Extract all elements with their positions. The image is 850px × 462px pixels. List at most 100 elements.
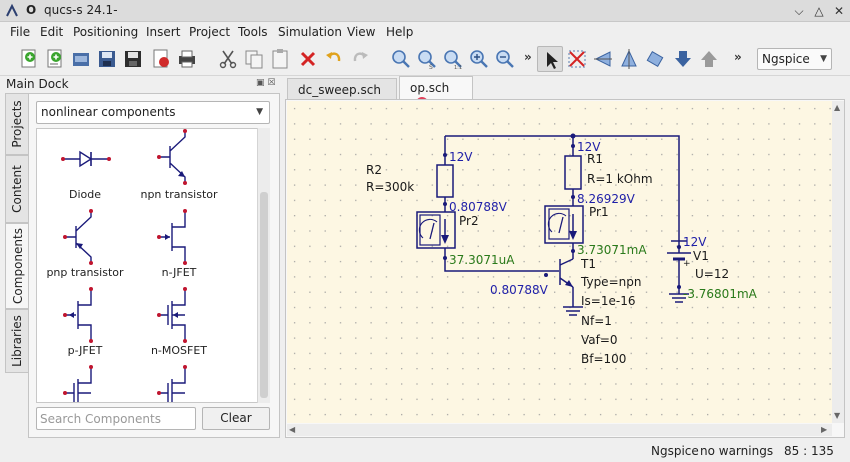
simulator-select[interactable]: Ngspice ▼ <box>757 48 832 70</box>
r2-resistor[interactable] <box>436 164 454 198</box>
canvas-vertical-scrollbar[interactable]: ▲ ▼ <box>832 101 844 423</box>
toolbar-overflow-1[interactable]: » <box>524 50 532 64</box>
print-icon[interactable] <box>176 48 198 70</box>
chevron-down-icon: ▼ <box>820 54 827 64</box>
pnp-transistor-symbol[interactable] <box>61 209 101 265</box>
npn-transistor-symbol[interactable] <box>155 129 195 185</box>
tab-op[interactable]: op.sch✕ <box>399 76 473 109</box>
app-icon <box>6 3 18 17</box>
status-bar: Ngspice no warnings 85 : 135 <box>0 440 850 462</box>
v1-current: -3.76801mA <box>683 287 758 301</box>
probe-pr2[interactable] <box>416 211 456 249</box>
n-mosfet-symbol[interactable] <box>155 287 195 343</box>
diode-symbol[interactable] <box>61 139 111 179</box>
print-preview-icon[interactable] <box>150 48 172 70</box>
component-label-n-mosfet[interactable]: n-MOSFET <box>150 344 208 357</box>
zoom-in-icon[interactable] <box>468 48 490 70</box>
paste-icon[interactable] <box>269 48 291 70</box>
save-all-icon[interactable] <box>122 48 144 70</box>
open-icon[interactable] <box>70 48 92 70</box>
window-menu-icon[interactable]: O <box>26 3 37 17</box>
r1-resistor[interactable] <box>564 155 582 190</box>
junction-dots <box>443 133 681 289</box>
ground-t1 <box>563 306 583 316</box>
enter-subcircuit-icon[interactable] <box>672 48 694 70</box>
dock-float-close-icons[interactable]: ▣ ☒ <box>256 78 276 88</box>
t1-param-is: Is=1e-16 <box>581 294 635 308</box>
scroll-up-icon[interactable]: ▲ <box>834 103 841 112</box>
menu-tools[interactable]: Tools <box>238 25 268 39</box>
new-file-icon[interactable] <box>18 48 40 70</box>
tab-projects[interactable]: Projects <box>5 93 29 155</box>
minimize-icon[interactable]: ⌵ <box>794 4 804 18</box>
tab-dc-sweep[interactable]: dc_sweep.sch✕ <box>287 78 397 111</box>
component-category-select[interactable]: nonlinear components ▼ <box>36 101 270 124</box>
delete-icon[interactable] <box>297 48 319 70</box>
n-jfet-symbol[interactable] <box>155 209 195 265</box>
svg-text:1:1: 1:1 <box>454 65 462 70</box>
ground-v1 <box>669 293 689 303</box>
scroll-left-icon[interactable]: ◀ <box>289 425 296 434</box>
wires <box>444 135 680 307</box>
p-mosfet-symbol[interactable] <box>61 365 101 403</box>
mosfet-symbol[interactable] <box>155 365 195 403</box>
cut-icon[interactable] <box>217 48 239 70</box>
tab-libraries[interactable]: Libraries <box>5 309 29 373</box>
mirror-y-icon[interactable] <box>618 48 640 70</box>
t1-param-type: Type=npn <box>580 275 641 289</box>
chevron-down-icon: ▼ <box>256 107 263 117</box>
toolbar-overflow-2[interactable]: » <box>734 50 742 64</box>
redo-icon[interactable] <box>349 48 371 70</box>
save-icon[interactable] <box>96 48 118 70</box>
component-label-n-jfet[interactable]: n-JFET <box>161 266 197 279</box>
menu-project[interactable]: Project <box>189 25 231 39</box>
menu-view[interactable]: View <box>347 25 376 39</box>
tab-projects-label: Projects <box>10 100 24 148</box>
t1-name: T1 <box>580 257 596 271</box>
select-button[interactable] <box>537 46 563 72</box>
component-label-npn[interactable]: npn transistor <box>140 188 218 201</box>
menu-edit[interactable]: Edit <box>40 25 64 39</box>
p-jfet-symbol[interactable] <box>61 287 101 343</box>
menu-help[interactable]: Help <box>386 25 414 39</box>
scroll-down-icon[interactable]: ▼ <box>834 411 841 420</box>
menu-positioning[interactable]: Positioning <box>73 25 139 39</box>
schematic-canvas[interactable]: R2 R=300k 12V 0.80788V Pr2 37.3071uA 0.8… <box>287 101 832 423</box>
deactivate-icon[interactable] <box>566 48 588 70</box>
component-list-scrollbar[interactable] <box>257 128 270 403</box>
scrollbar-thumb[interactable] <box>260 192 268 398</box>
menu-file[interactable]: File <box>10 25 31 39</box>
svg-text:S: S <box>429 64 433 70</box>
menu-bar: File Edit Positioning Insert Project Too… <box>0 22 850 42</box>
leave-subcircuit-icon[interactable] <box>698 48 720 70</box>
copy-icon[interactable] <box>243 48 265 70</box>
tab-dc-sweep-label: dc_sweep.sch <box>298 83 381 97</box>
rotate-icon[interactable] <box>644 48 666 70</box>
canvas-horizontal-scrollbar[interactable]: ◀ ▶ <box>287 424 832 436</box>
tab-components[interactable]: Components <box>5 223 29 309</box>
dock-tab-bar: Projects Content Components Libraries <box>5 93 29 373</box>
search-components-input[interactable] <box>36 407 196 430</box>
zoom-selection-icon[interactable]: S <box>416 48 438 70</box>
document-tab-bar: dc_sweep.sch✕ op.sch✕ <box>285 76 845 111</box>
clear-button[interactable]: Clear <box>202 407 270 430</box>
probe-pr1[interactable] <box>544 205 584 244</box>
zoom-fit-icon[interactable] <box>390 48 412 70</box>
r1-bottom-voltage: 8.26929V <box>577 192 636 206</box>
mirror-x-icon[interactable] <box>592 48 614 70</box>
undo-icon[interactable] <box>323 48 345 70</box>
zoom-1to1-icon[interactable]: 1:1 <box>442 48 464 70</box>
t1-param-nf: Nf=1 <box>581 314 612 328</box>
tab-content[interactable]: Content <box>5 155 29 223</box>
component-label-pnp[interactable]: pnp transistor <box>46 266 124 279</box>
menu-simulation[interactable]: Simulation <box>278 25 342 39</box>
new-text-icon[interactable] <box>44 48 66 70</box>
close-icon[interactable]: ✕ <box>833 4 845 18</box>
maximize-icon[interactable]: △ <box>814 4 824 18</box>
scroll-right-icon[interactable]: ▶ <box>821 425 828 434</box>
component-label-p-jfet[interactable]: p-JFET <box>67 344 103 357</box>
component-label-diode[interactable]: Diode <box>68 188 101 201</box>
zoom-out-icon[interactable] <box>494 48 516 70</box>
menu-insert[interactable]: Insert <box>146 25 181 39</box>
title-bar: O qucs-s 24.1- ⌵ △ ✕ <box>0 0 850 22</box>
